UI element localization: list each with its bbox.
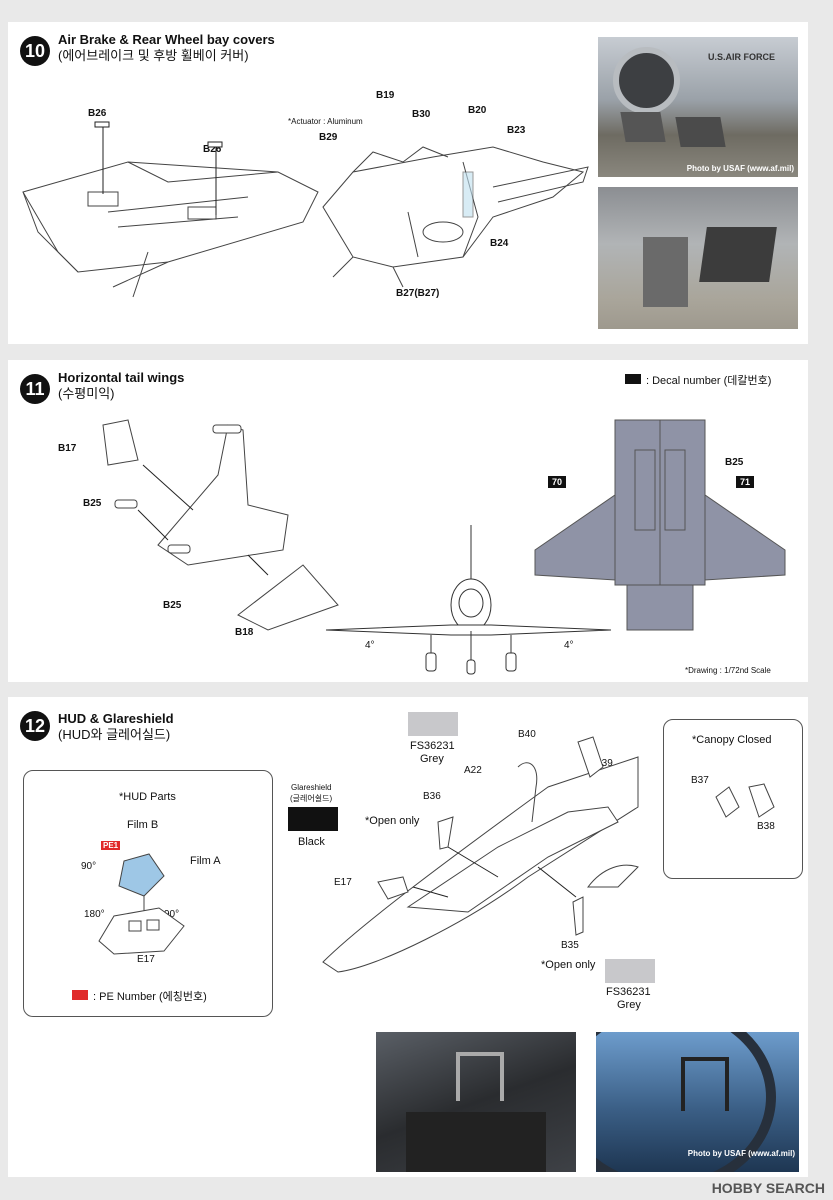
label-b36: B36 [423,791,441,802]
photo-exhaust-shape [613,47,680,114]
photo-brake-panel-a [620,112,666,142]
fs-top: FS36231 [410,740,455,752]
cockpit-drawing [322,736,639,973]
decal-legend-text: : Decal number (데칼번호) [646,375,772,387]
step-12-number: 12 [20,711,50,741]
step-10-panel: 10 Air Brake & Rear Wheel bay covers (에어… [8,22,808,344]
photo-hud-frame-1 [456,1052,504,1101]
label-b17: B17 [58,443,77,454]
step-10-title: Air Brake & Rear Wheel bay covers [58,32,275,47]
pe1-label: PE1 [101,841,121,850]
label-b39: B39 [595,758,613,769]
photo-credit-1: Photo by USAF (www.af.mil) [686,164,794,173]
glareshield-kr: (글레어쉴드) [290,794,333,803]
label-b18: B18 [235,627,254,638]
photo-cockpit-2: Photo by USAF (www.af.mil) [596,1032,799,1172]
photo-air-brake-2 [598,187,798,329]
photo-credit-2: Photo by USAF (www.af.mil) [687,1149,795,1158]
hobby-search-watermark: HOBBY SEARCH [711,1180,825,1196]
grey-bottom: Grey [617,999,641,1011]
front-view-drawing [325,525,612,675]
hud-parts-box: *HUD Parts Film B PE1 Film A 90° 180° 90… [23,770,273,1017]
label-b37: B37 [691,775,709,786]
hud-parts-title: *HUD Parts [119,791,176,803]
step-10-number: 10 [20,36,50,66]
hud-glass [118,853,165,897]
decal-71: 71 [736,476,755,488]
label-b27: B27(B27) [396,288,440,299]
angle-90-b: 90° [164,909,180,920]
actuator-note: *Actuator : Aluminum [288,117,363,126]
photo-usaf-text: U.S.AIR FORCE [708,52,776,62]
angle-right: 4° [564,640,574,651]
step-10-subtitle: (에어브레이크 및 후방 휠베이 커버) [58,48,249,63]
e17-inset-label: E17 [137,954,155,965]
angle-180: 180° [84,909,105,920]
fs-bottom: FS36231 [606,986,651,998]
film-a-label: Film A [190,855,221,867]
photo-panel-1 [406,1112,546,1172]
canopy-closed-box: *Canopy Closed B37 B38 [663,719,803,879]
step-12-subtitle: (HUD와 글레어실드) [58,727,171,742]
open-only-a: *Open only [365,815,420,827]
label-b26-a: B26 [88,108,107,119]
pe-legend-swatch [72,990,88,1000]
grey-swatch-bottom [605,959,655,983]
step-11-panel: 11 Horizontal tail wings (수평미익) : Decal … [8,360,808,682]
photo-canopy-arc [596,1032,776,1172]
photo-air-brake-1: U.S.AIR FORCE Photo by USAF (www.af.mil) [598,37,798,177]
pe-legend-text: : PE Number (에칭번호) [93,991,207,1003]
label-b24: B24 [490,238,509,249]
label-b19: B19 [376,90,395,101]
step-11-title: Horizontal tail wings [58,370,185,385]
hud-parts-drawing [98,853,185,955]
photo-cockpit-1 [376,1032,576,1172]
label-b29: B29 [319,132,338,143]
label-e17: E17 [334,877,352,888]
photo-brake-panel-b [675,117,726,147]
air-brake-bay-drawing [322,146,589,288]
rear-fuselage-drawing [22,121,319,298]
label-b20: B20 [468,105,487,116]
label-b25-a: B25 [83,498,102,509]
nozzle-section [626,584,694,631]
step-12-title: HUD & Glareshield [58,711,174,726]
black-label: Black [298,836,325,848]
step-11-number: 11 [20,374,50,404]
grey-swatch-top [408,712,458,736]
decal-70: 70 [548,476,567,488]
right-tailplane [704,494,786,581]
photo-brake-panel-c [699,227,777,282]
film-b-label: Film B [127,819,159,831]
label-b23: B23 [507,125,526,136]
left-tailplane [534,494,616,581]
glareshield-label: Glareshield [291,783,332,792]
black-swatch [288,807,338,831]
tail-assembly-drawing [102,419,339,631]
step-11-subtitle: (수평미익) [58,386,115,401]
label-b40: B40 [518,729,536,740]
photo-brake-panel-d [643,237,688,307]
label-b35: B35 [561,940,579,951]
angle-90-a: 90° [81,861,97,872]
label-b26-b: B26 [203,144,222,155]
angle-left: 4° [365,640,375,651]
label-b25-b: B25 [163,600,182,611]
grey-top: Grey [420,753,444,765]
label-b25-c: B25 [725,457,744,468]
scale-note: *Drawing : 1/72nd Scale [685,666,771,675]
label-a22: A22 [464,765,482,776]
label-b38: B38 [757,821,775,832]
step-12-panel: 12 HUD & Glareshield (HUD와 글레어실드) *HUD P… [8,697,808,1177]
open-only-b: *Open only [541,959,596,971]
canopy-closed-title: *Canopy Closed [692,734,772,746]
label-b30: B30 [412,109,431,120]
canopy-closed-parts [715,783,775,818]
top-view-drawing [534,419,786,631]
decal-legend-swatch [625,374,641,384]
